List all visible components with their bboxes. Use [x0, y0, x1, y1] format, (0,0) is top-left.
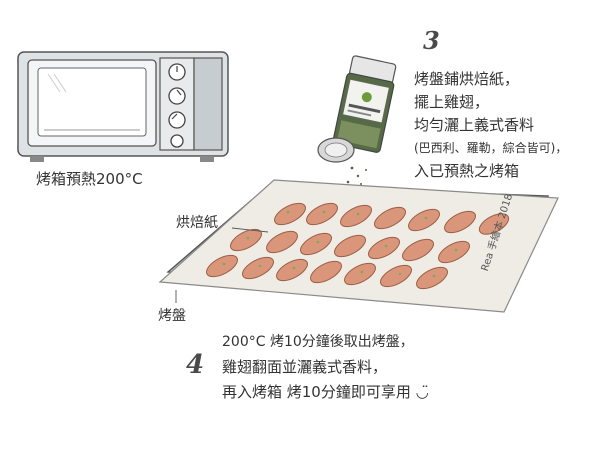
step-4-number: 4 — [186, 350, 205, 380]
step-4-text: 200°C 烤10分鐘後取出烤盤， 雞翅翻面並灑義式香料， 再入烤箱 烤10分鐘… — [222, 330, 429, 405]
paper-leader-line — [231, 227, 269, 233]
oven-knob — [168, 87, 186, 105]
baking-paper-label: 烘焙紙 — [176, 215, 218, 231]
step-3-line: 烤盤鋪烘焙紙， — [414, 70, 520, 88]
baking-tray-illustration — [158, 179, 559, 313]
oven-caption: 烤箱預熱200°C — [36, 170, 143, 188]
step-3-number: 3 — [423, 26, 440, 55]
oven-illustration — [17, 51, 229, 162]
baking-pan-label: 烤盤 — [158, 308, 186, 324]
step-4-line: 再入烤箱 烤10分鐘即可享用 ◡̈ — [222, 383, 429, 401]
step-3-line: 擺上雞翅， — [414, 93, 490, 111]
step-3-text: 烤盤鋪烘焙紙， 擺上雞翅， 均勻灑上義式香料 (巴西利、羅勒，綜合皆可)， 入已… — [414, 68, 567, 183]
step-4-line: 雞翅翻面並灑義式香料， — [222, 358, 388, 376]
oven-knob — [170, 134, 184, 148]
step-3-line: 入已預熱之烤箱 — [414, 162, 520, 180]
step-3-line: 均勻灑上義式香料 — [414, 116, 535, 134]
step-3-line: (巴西利、羅勒，綜合皆可)， — [414, 141, 568, 155]
spice-bottle-illustration — [317, 55, 397, 207]
step-4-line: 200°C 烤10分鐘後取出烤盤， — [222, 334, 414, 350]
oven-knob — [168, 111, 186, 129]
